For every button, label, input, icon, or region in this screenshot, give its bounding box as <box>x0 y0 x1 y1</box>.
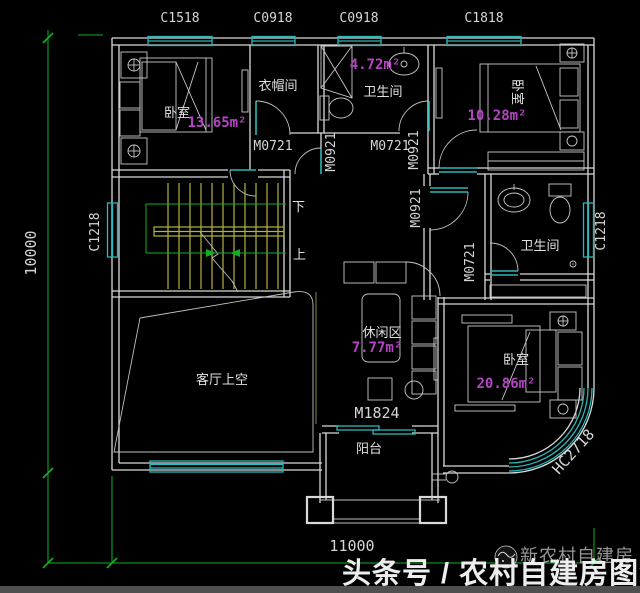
door-label-balcony: M1824 <box>354 404 399 422</box>
bath-top-fixtures <box>319 45 420 121</box>
stair-label-down: 下 <box>292 199 305 214</box>
staircase <box>145 183 286 293</box>
area-label-bedroom-top-left: 13.65m² <box>187 115 246 131</box>
window-label-c0918-a: C0918 <box>253 11 292 26</box>
dimension-left-label: 10000 <box>22 230 40 275</box>
bath-right-fixtures <box>489 183 587 298</box>
door-label-bedroom-right: M0921 <box>407 130 422 169</box>
leisure-area-furniture <box>343 261 441 401</box>
watermark-logo <box>494 545 518 569</box>
door-label-bath-top: M0721 <box>370 139 409 154</box>
watermark-main: 头条号 / 农村自建房图纸 <box>342 556 640 590</box>
bedroom-top-left-furniture <box>119 51 249 165</box>
area-label-bedroom-top-right: 10.28m² <box>467 108 526 124</box>
room-label-bedroom-top-right: 卧室 <box>510 79 525 105</box>
windows <box>106 35 595 473</box>
window-label-c0918-b: C0918 <box>339 11 378 26</box>
room-label-bedroom-top-left: 卧室 <box>164 105 190 120</box>
window-label-c1518: C1518 <box>160 11 199 26</box>
footer-bar <box>0 586 640 593</box>
room-label-balcony: 阳台 <box>356 441 382 456</box>
window-label-c1218-left: C1218 <box>88 212 103 251</box>
watermark-overlay: 新农村自建房 <box>520 546 634 566</box>
window-label-c1818: C1818 <box>464 11 503 26</box>
room-label-bedroom-bottom-right: 卧室 <box>503 352 529 367</box>
area-label-leisure: 7.77m² <box>352 340 403 356</box>
door-label-corridor: M0921 <box>324 132 339 171</box>
door-label-hall: M0921 <box>409 188 424 227</box>
area-label-bedroom-bottom-right: 20.86m² <box>476 376 535 392</box>
door-label-closet: M0721 <box>253 139 292 154</box>
room-label-bath-right: 卫生间 <box>520 238 559 253</box>
bedroom-top-right-furniture <box>435 43 585 171</box>
window-label-c1218-right: C1218 <box>594 211 609 250</box>
balcony-fixtures <box>432 470 459 484</box>
area-label-bath-top: 4.72m² <box>350 57 401 73</box>
stair-label-up: 上 <box>293 247 306 262</box>
door-label-bath-right: M0721 <box>463 242 478 281</box>
living-room-void <box>113 291 317 453</box>
room-label-leisure: 休闲区 <box>362 325 401 340</box>
room-label-bath-top: 卫生间 <box>363 84 402 99</box>
room-label-cloakroom: 衣帽间 <box>258 78 297 93</box>
room-label-living-void: 客厅上空 <box>196 372 248 387</box>
dimension-bottom-label: 11000 <box>329 537 374 555</box>
doors <box>229 100 519 276</box>
bedroom-bottom-right-furniture <box>454 311 583 419</box>
